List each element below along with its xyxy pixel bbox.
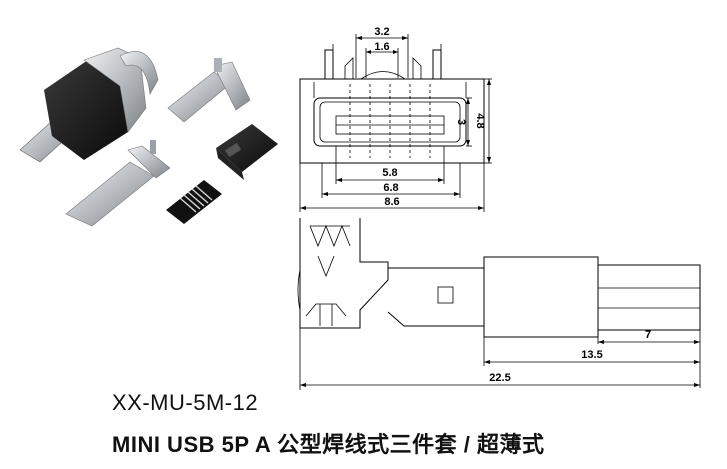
pin-insert-photo xyxy=(166,180,222,224)
dim-8-6: 8.6 xyxy=(384,196,399,208)
side-body-outline xyxy=(483,256,599,338)
dim-5-8: 5.8 xyxy=(382,167,397,179)
dim-4-8: 4.8 xyxy=(474,113,486,128)
metal-top-shell-photo xyxy=(167,58,251,123)
dim-6-8: 6.8 xyxy=(383,182,398,194)
front-view: 3.2 1.6 3 4.8 5.8 6.8 xyxy=(299,26,492,212)
part-code: XX-MU-5M-12 xyxy=(112,390,259,415)
side-window xyxy=(437,286,454,304)
dim-3-2: 3.2 xyxy=(374,26,389,38)
dim-7: 7 xyxy=(645,329,651,341)
dim-22-5: 22.5 xyxy=(489,372,510,384)
metal-bottom-shell-photo xyxy=(65,140,171,227)
side-head-outline xyxy=(299,218,389,329)
product-photo xyxy=(19,47,278,227)
dim-3: 3 xyxy=(455,119,467,125)
front-outer-outline xyxy=(299,78,485,164)
dim-1-6: 1.6 xyxy=(374,41,389,53)
part-description: MINI USB 5P A 公型焊线式三件套 / 超薄式 xyxy=(112,432,545,457)
side-neck-outline xyxy=(387,267,485,327)
assembled-connector-photo xyxy=(19,47,159,163)
black-cover-photo xyxy=(216,124,278,180)
dim-13-5: 13.5 xyxy=(581,349,602,361)
side-view: 7 13.5 22.5 xyxy=(297,218,701,390)
side-cable-outline xyxy=(598,264,701,331)
